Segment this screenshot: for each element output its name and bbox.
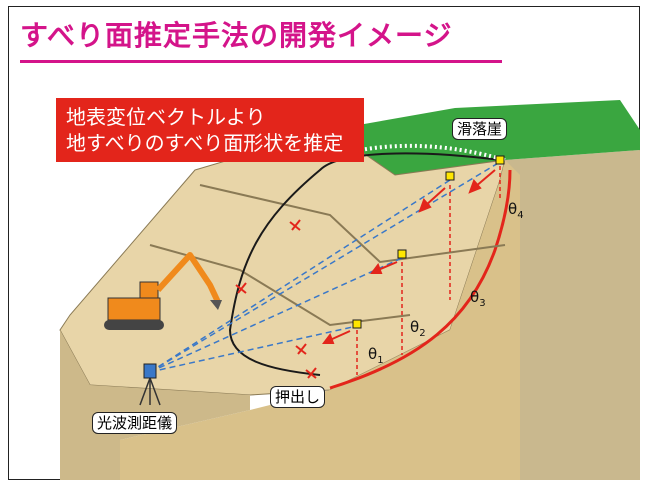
displacement-arrows (322, 169, 496, 344)
callout-line-2: 地すべりのすべり面形状を推定 (66, 131, 344, 155)
label-instrument: 光波測距儀 (92, 412, 178, 434)
sight-lines (149, 161, 501, 373)
slip-surface (329, 169, 512, 390)
angle-theta-2: θ2 (410, 318, 426, 339)
angle-theta-1: θ1 (368, 345, 384, 366)
front-face (60, 330, 250, 480)
scarp-line (359, 143, 506, 162)
vertical-reference-lines (356, 166, 501, 375)
excavator-icon (104, 252, 222, 330)
cross-section (120, 160, 520, 480)
page-title: すべり面推定手法の開発イメージ (20, 19, 453, 52)
angle-theta-3: θ3 (470, 288, 486, 309)
berm-upper (199, 184, 506, 264)
landslide-outline (228, 152, 501, 376)
total-station-icon (139, 363, 161, 406)
label-scarp: 滑落崖 (452, 118, 508, 140)
angle-theta-4: θ4 (508, 200, 524, 221)
label-toe: 押出し (270, 386, 326, 408)
callout-line-1: 地表変位ベクトルより (66, 105, 266, 129)
callout-box: 地表変位ベクトルより 地すべりのすべり面形状を推定 (56, 98, 364, 162)
block-right-face (505, 150, 640, 480)
crack-marks (235, 219, 317, 379)
prism-targets (352, 155, 505, 329)
title-underline (20, 60, 502, 63)
